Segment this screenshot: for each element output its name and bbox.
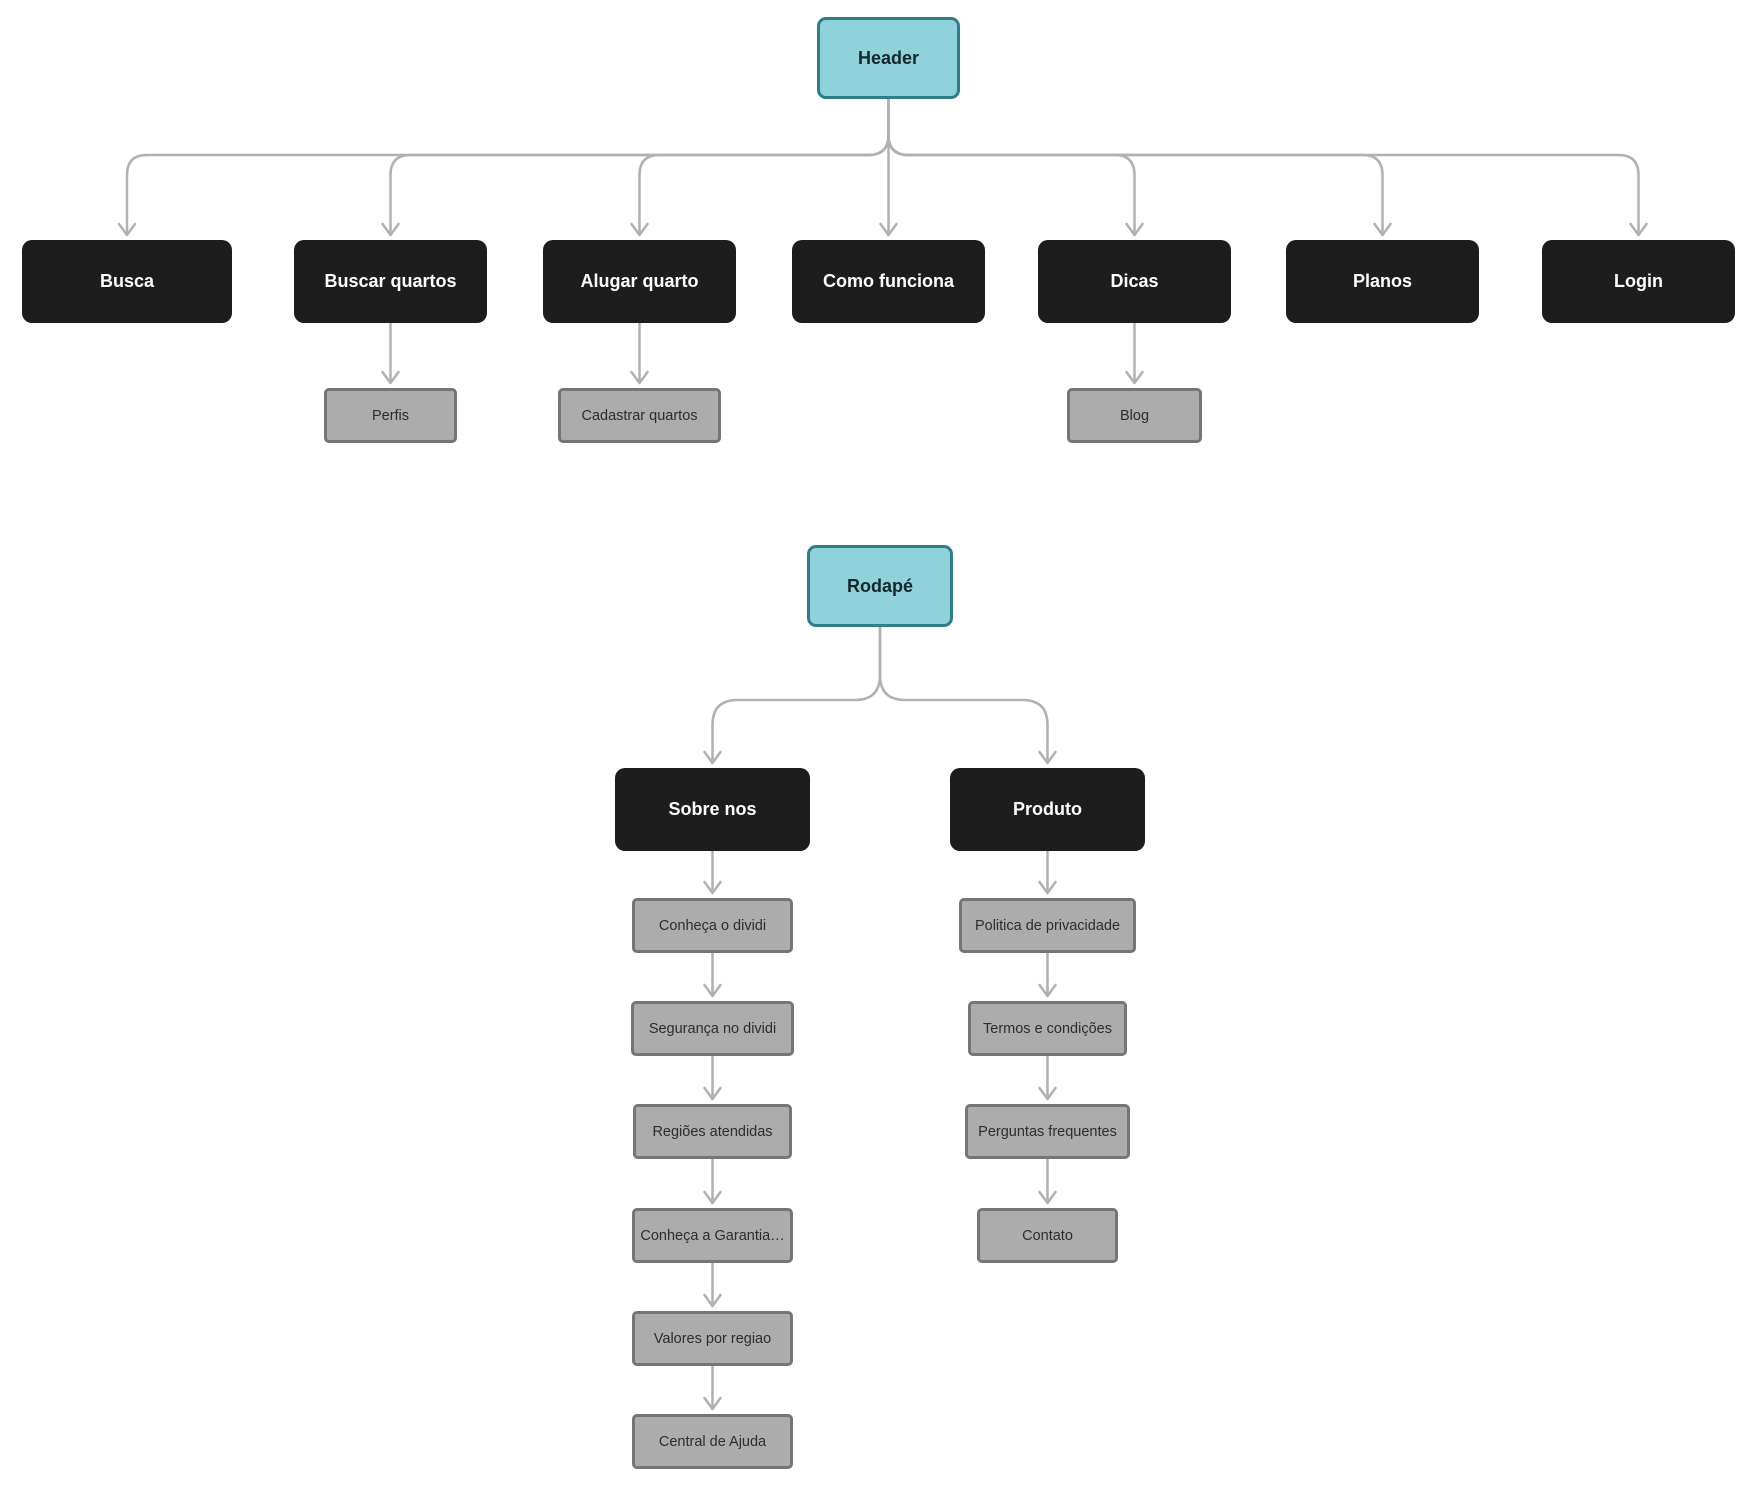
node-contato[interactable]: Contato [977, 1208, 1118, 1263]
node-como-funciona[interactable]: Como funciona [792, 240, 985, 323]
node-planos[interactable]: Planos [1286, 240, 1479, 323]
node-dicas[interactable]: Dicas [1038, 240, 1231, 323]
node-perguntas-frequentes[interactable]: Perguntas frequentes [965, 1104, 1130, 1159]
node-busca[interactable]: Busca [22, 240, 232, 323]
node-produto[interactable]: Produto [950, 768, 1145, 851]
node-regioes-atendidas[interactable]: Regiões atendidas [633, 1104, 792, 1159]
node-rodape[interactable]: Rodapé [807, 545, 953, 627]
node-conheca-o-dividi[interactable]: Conheça o dividi [632, 898, 793, 953]
node-cadastrar-quartos[interactable]: Cadastrar quartos [558, 388, 721, 443]
node-blog[interactable]: Blog [1067, 388, 1202, 443]
node-buscar-quartos[interactable]: Buscar quartos [294, 240, 487, 323]
node-alugar-quarto[interactable]: Alugar quarto [543, 240, 736, 323]
node-central-de-ajuda[interactable]: Central de Ajuda [632, 1414, 793, 1469]
node-termos-e-condicoes[interactable]: Termos e condições [968, 1001, 1127, 1056]
node-header[interactable]: Header [817, 17, 960, 99]
node-seguranca-no-dividi[interactable]: Segurança no dividi [631, 1001, 794, 1056]
node-login[interactable]: Login [1542, 240, 1735, 323]
node-conheca-a-garantia[interactable]: Conheça a Garantia… [632, 1208, 793, 1263]
node-sobre-nos[interactable]: Sobre nos [615, 768, 810, 851]
node-perfis[interactable]: Perfis [324, 388, 457, 443]
node-valores-por-regiao[interactable]: Valores por regiao [632, 1311, 793, 1366]
node-politica-de-privacidade[interactable]: Politica de privacidade [959, 898, 1136, 953]
